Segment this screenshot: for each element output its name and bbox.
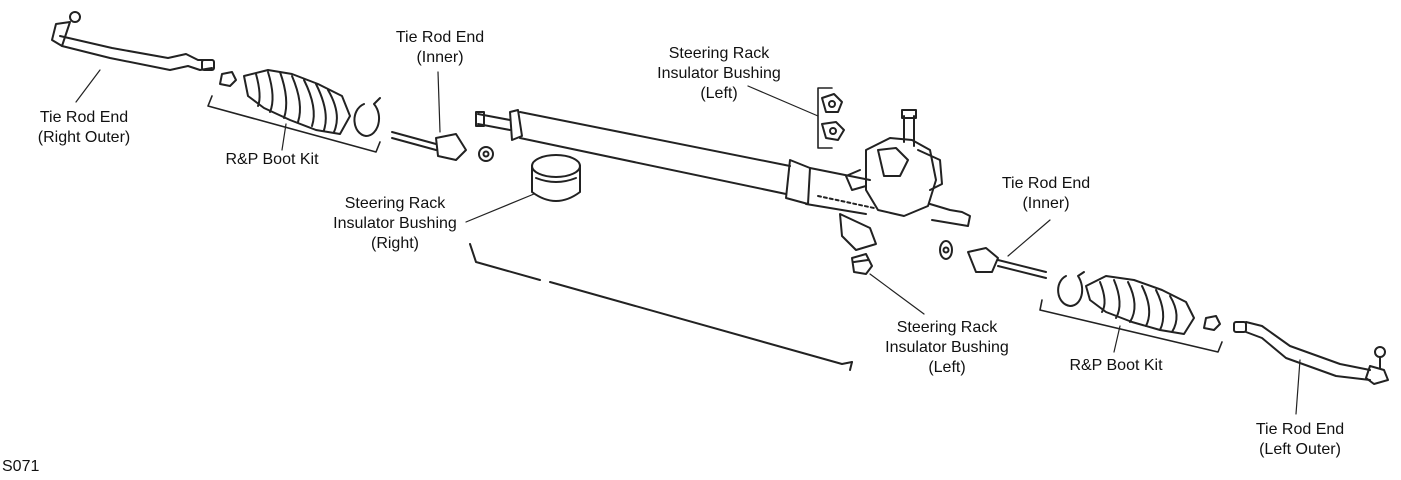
leader-bushing-left-top xyxy=(747,85,819,117)
boot-clamp-right-part xyxy=(353,97,381,137)
rack-boot-right-part xyxy=(243,69,351,135)
label-bushing-right: Steering Rack Insulator Bushing (Right) xyxy=(333,195,457,252)
label-bushing-left-bottom: Steering Rack Insulator Bushing (Left) xyxy=(885,319,1009,376)
label-boot-kit-left: R&P Boot Kit xyxy=(1069,357,1163,374)
rack-housing-tube-part xyxy=(475,109,875,215)
rack-boot-left-part xyxy=(1085,275,1195,335)
figure-code: S071 xyxy=(2,458,40,475)
leader-tre-inner-left xyxy=(1007,219,1051,257)
inner-tie-rod-left-part xyxy=(939,240,1047,279)
insulator-bushing-left-bottom-part xyxy=(851,253,873,275)
steering-gear-valve-part xyxy=(839,109,971,251)
label-boot-kit-right: R&P Boot Kit xyxy=(225,151,319,168)
label-bushing-left-top: Steering Rack Insulator Bushing (Left) xyxy=(657,45,781,102)
label-tie-rod-end-left-outer: Tie Rod End (Left Outer) xyxy=(1255,421,1345,458)
boot-kit-bracket-right xyxy=(207,95,381,153)
nut-left-part xyxy=(1203,315,1221,331)
leader-bushing-right xyxy=(465,193,535,223)
tie-rod-end-left-outer-part xyxy=(1233,321,1389,385)
label-tie-rod-end-inner-left: Tie Rod End (Inner) xyxy=(1001,175,1091,212)
leader-tre-left-outer xyxy=(1295,359,1301,415)
leader-boot-left xyxy=(1113,325,1121,353)
label-tie-rod-end-right-outer: Tie Rod End (Right Outer) xyxy=(37,109,131,146)
leader-boot-right xyxy=(281,123,287,151)
nut-right-part xyxy=(219,71,237,87)
insulator-bushing-left-top-part xyxy=(817,87,845,149)
label-tie-rod-end-inner-right: Tie Rod End (Inner) xyxy=(395,29,485,66)
boot-clamp-left-part xyxy=(1057,271,1085,307)
insulator-bushing-right-part xyxy=(531,154,581,202)
transfer-rod-part xyxy=(469,243,853,371)
boot-kit-bracket-left xyxy=(1039,299,1223,353)
leader-tre-right-outer xyxy=(75,69,101,103)
leader-bushing-left-bottom xyxy=(869,273,925,315)
tie-rod-end-right-outer-part xyxy=(51,11,215,71)
inner-tie-rod-right-part xyxy=(391,131,494,162)
leader-tre-inner-right xyxy=(437,71,441,133)
